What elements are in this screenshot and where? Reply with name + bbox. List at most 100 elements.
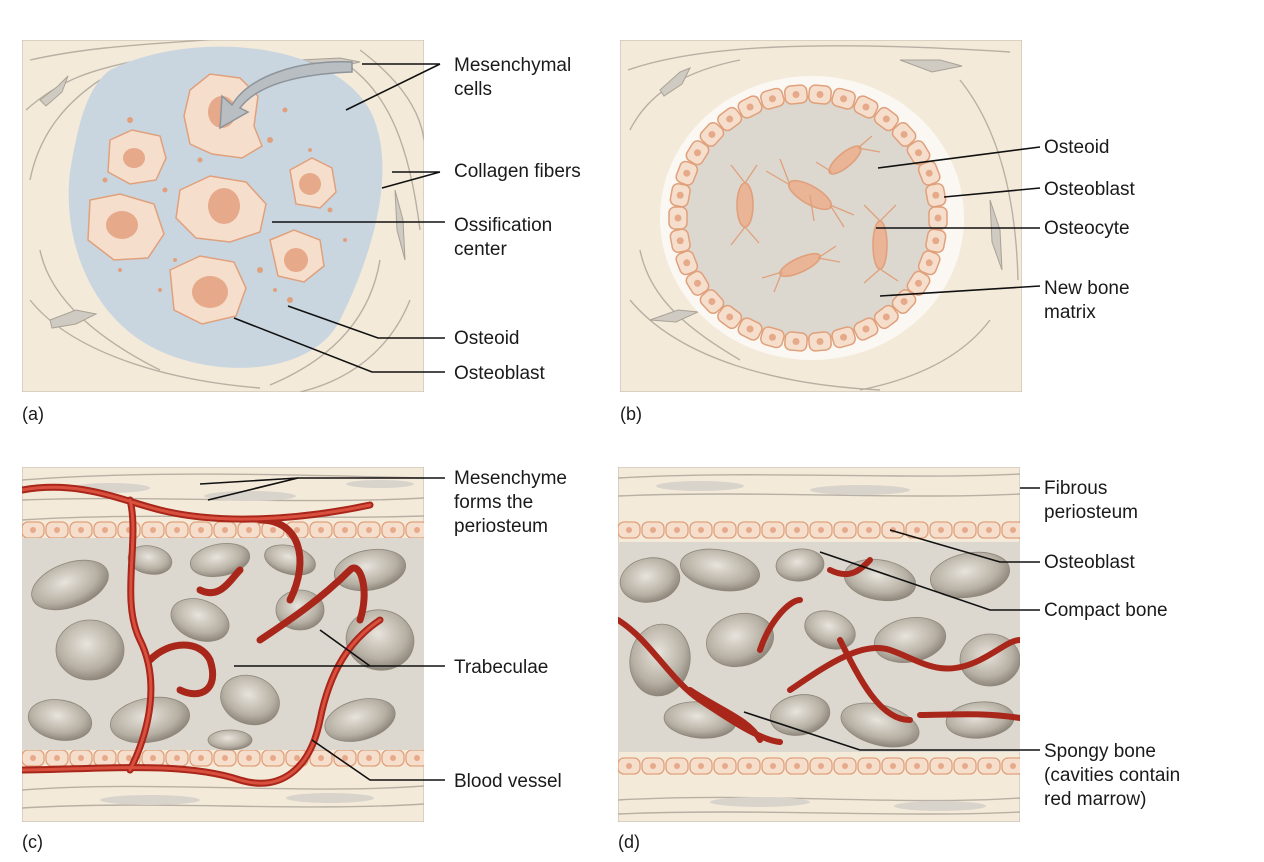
- cell-nucleus: [792, 91, 800, 99]
- cell-nucleus: [932, 191, 940, 199]
- cell-nucleus: [726, 115, 734, 123]
- label-red-marrow: red marrow): [1044, 789, 1146, 810]
- cell-nucleus: [674, 763, 680, 769]
- cell-nucleus: [222, 755, 228, 761]
- cell-nucleus: [30, 755, 36, 761]
- label-osteoblast-b: Osteoblast: [1044, 179, 1136, 200]
- labels-panel-d: Fibrous periosteum Osteoblast Compact bo…: [618, 478, 1180, 852]
- cell-nucleus: [78, 527, 84, 533]
- cell-nucleus: [78, 755, 84, 761]
- bone-cavity: [127, 545, 173, 575]
- panel-a-illustration: [22, 40, 424, 392]
- cell-nucleus: [794, 527, 800, 533]
- cell-nucleus: [198, 755, 204, 761]
- cell-nucleus: [746, 325, 754, 333]
- cell-nucleus: [366, 527, 372, 533]
- label-osteoid-a: Osteoid: [454, 328, 519, 349]
- cell-nucleus: [708, 298, 716, 306]
- cell-nucleus: [270, 527, 276, 533]
- cell-nucleus: [318, 755, 324, 761]
- cell-nucleus: [126, 755, 132, 761]
- bone-cavity: [55, 619, 125, 681]
- cell-nucleus: [866, 763, 872, 769]
- cell-nucleus: [938, 763, 944, 769]
- panel-b-illustration: [620, 40, 1022, 392]
- label-new-bone-matrix: matrix: [1044, 302, 1096, 323]
- cell-nucleus: [925, 169, 933, 177]
- cell-nucleus: [650, 527, 656, 533]
- cell-nucleus: [414, 755, 420, 761]
- cell-nucleus: [174, 527, 180, 533]
- cell-nucleus: [818, 527, 824, 533]
- label-blood-vessel: Blood vessel: [454, 771, 562, 792]
- cell-nucleus: [54, 527, 60, 533]
- label-mesenchymal: Mesenchymal: [454, 55, 571, 76]
- cell-nucleus: [914, 527, 920, 533]
- cell-nucleus: [932, 237, 940, 245]
- cell-nucleus: [816, 91, 824, 99]
- cell-nucleus: [390, 755, 396, 761]
- cell-nucleus: [390, 527, 396, 533]
- label-osteocyte: Osteocyte: [1044, 218, 1130, 239]
- cell-nucleus: [270, 755, 276, 761]
- cell-nucleus: [866, 527, 872, 533]
- cell-nucleus: [722, 763, 728, 769]
- cell-nucleus: [366, 755, 372, 761]
- label-new-bone: New bone: [1044, 278, 1130, 299]
- cell-nucleus: [882, 115, 890, 123]
- bone-cavity: [345, 609, 415, 671]
- cell-nucleus: [840, 95, 848, 103]
- bone-cavity: [619, 557, 681, 603]
- bone-cavity: [840, 702, 920, 748]
- cell-nucleus: [683, 169, 691, 177]
- cell-nucleus: [770, 763, 776, 769]
- cell-nucleus: [1010, 763, 1016, 769]
- cell-nucleus: [890, 763, 896, 769]
- cell-nucleus: [900, 298, 908, 306]
- cell-nucleus: [934, 214, 942, 222]
- cell-nucleus: [414, 527, 420, 533]
- cell-nucleus: [674, 527, 680, 533]
- label-spongy-bone: Spongy bone: [1044, 741, 1156, 762]
- cell-nucleus: [938, 527, 944, 533]
- leader-lines: [199, 63, 1041, 781]
- cell-nucleus: [862, 103, 870, 111]
- bone-cavity: [680, 548, 760, 592]
- cell-nucleus: [962, 763, 968, 769]
- cell-nucleus: [768, 333, 776, 341]
- cell-nucleus: [676, 191, 684, 199]
- bone-cavity: [220, 674, 280, 726]
- bone-cavity: [706, 612, 774, 668]
- cell-nucleus: [746, 527, 752, 533]
- bone-cavity: [189, 543, 251, 577]
- label-compact-bone: Compact bone: [1044, 600, 1168, 621]
- label-mesenchymal-cells: cells: [454, 79, 492, 100]
- panel-tag-a: (a): [22, 404, 44, 424]
- label-fibrous-periosteum: periosteum: [1044, 502, 1138, 523]
- bone-cavity: [333, 548, 407, 592]
- cell-nucleus: [102, 527, 108, 533]
- labels-panel-c: Mesenchyme forms the periosteum Trabecul…: [22, 468, 567, 852]
- panel-c-illustration: [22, 467, 424, 822]
- bone-cavity: [31, 559, 109, 611]
- cell-nucleus: [818, 763, 824, 769]
- cell-nucleus: [626, 527, 632, 533]
- cell-nucleus: [30, 527, 36, 533]
- cell-nucleus: [342, 755, 348, 761]
- cell-nucleus: [882, 313, 890, 321]
- labels-panel-b: Osteoid Osteoblast Osteocyte New bone ma…: [620, 137, 1136, 424]
- label-forms-the: forms the: [454, 492, 533, 513]
- cell-nucleus: [840, 333, 848, 341]
- cell-nucleus: [722, 527, 728, 533]
- cell-nucleus: [246, 527, 252, 533]
- cell-nucleus: [650, 763, 656, 769]
- cell-nucleus: [792, 337, 800, 345]
- cell-nucleus: [626, 763, 632, 769]
- cell-nucleus: [342, 527, 348, 533]
- cell-nucleus: [222, 527, 228, 533]
- panel-tag-c: (c): [22, 832, 43, 852]
- label-cavities-contain: (cavities contain: [1044, 765, 1180, 786]
- cell-nucleus: [986, 527, 992, 533]
- cell-nucleus: [768, 95, 776, 103]
- label-osteoblast-a: Osteoblast: [454, 363, 546, 384]
